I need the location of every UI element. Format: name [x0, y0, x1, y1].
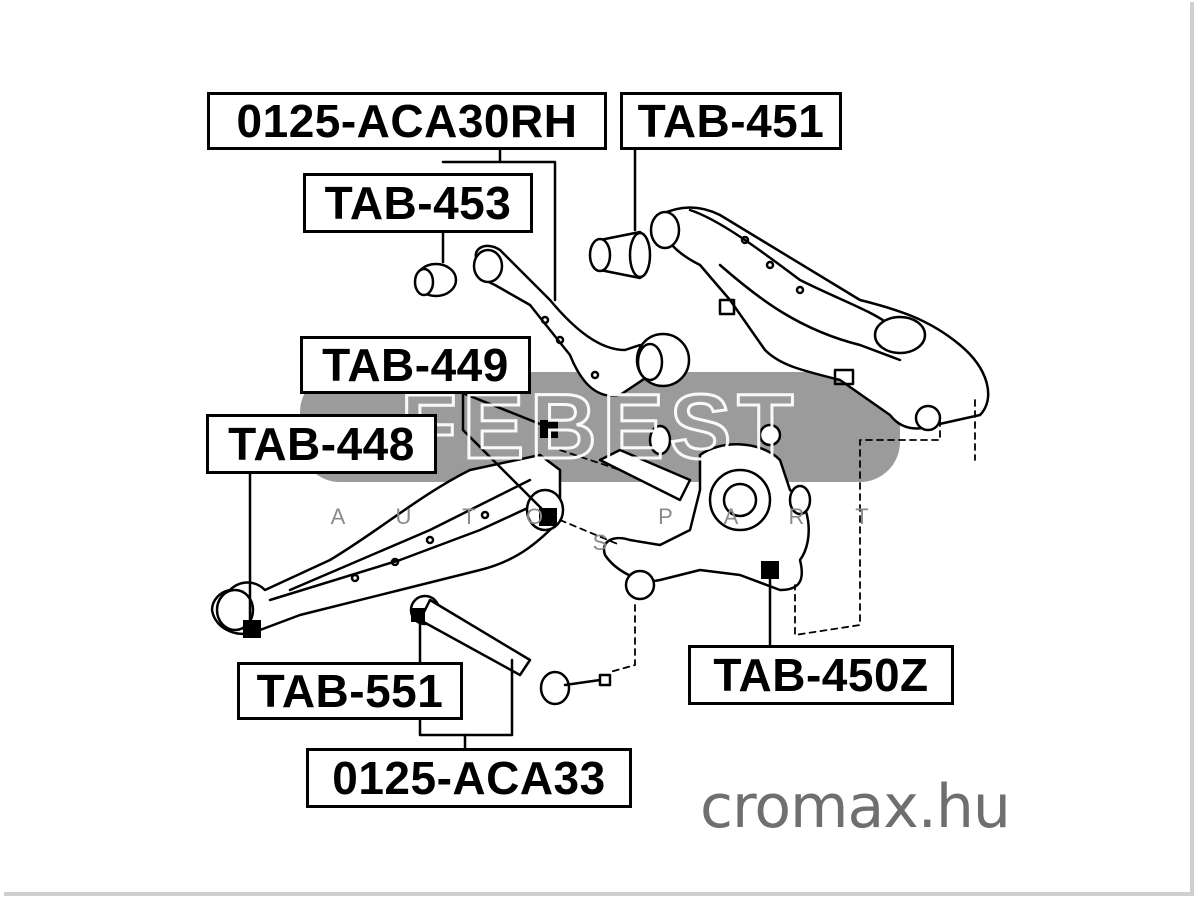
marker-tab-450z: [761, 561, 779, 579]
label-tab-453: TAB-453: [303, 173, 533, 233]
tagline-letter: T: [462, 504, 476, 529]
tagline-letter: A: [330, 504, 346, 529]
bushing-tab-451: [588, 230, 652, 280]
leader-lines: [248, 146, 772, 752]
marker-tab-448: [243, 620, 261, 638]
label-0125-aca33: 0125-ACA33: [306, 748, 632, 808]
label-tab-551: TAB-551: [237, 662, 463, 720]
tagline-letter: P: [658, 504, 673, 529]
rear-knuckle: [598, 423, 812, 601]
image-frame: [4, 2, 1194, 896]
tagline-letter: R: [788, 504, 805, 529]
label-tab-451: TAB-451: [620, 92, 842, 150]
tagline-letter: T: [855, 504, 869, 529]
label-tab-448: TAB-448: [206, 414, 437, 474]
position-markers: [243, 420, 779, 638]
tagline-letter: O: [525, 504, 544, 529]
upper-control-arm: [472, 244, 691, 398]
tagline-letter: S: [592, 530, 608, 555]
watermark-tagline: A U T O P A R T S: [300, 504, 900, 556]
label-tab-450z: TAB-450Z: [688, 645, 954, 705]
tagline-letter: U: [395, 504, 412, 529]
label-tab-449: TAB-449: [300, 336, 531, 394]
lower-control-arm-right: [649, 206, 990, 432]
assembly-dashed-lines: [559, 399, 976, 673]
marker-tab-551: [411, 608, 425, 622]
label-0125-aca30rh: 0125-ACA30RH: [207, 92, 607, 150]
bushing-tab-453: [413, 262, 458, 298]
marker-tab-449-upper: [540, 420, 558, 438]
tagline-letter: A: [723, 504, 739, 529]
marker-tab-449-lower: [539, 508, 557, 526]
website-watermark: cromax.hu: [700, 772, 1011, 842]
